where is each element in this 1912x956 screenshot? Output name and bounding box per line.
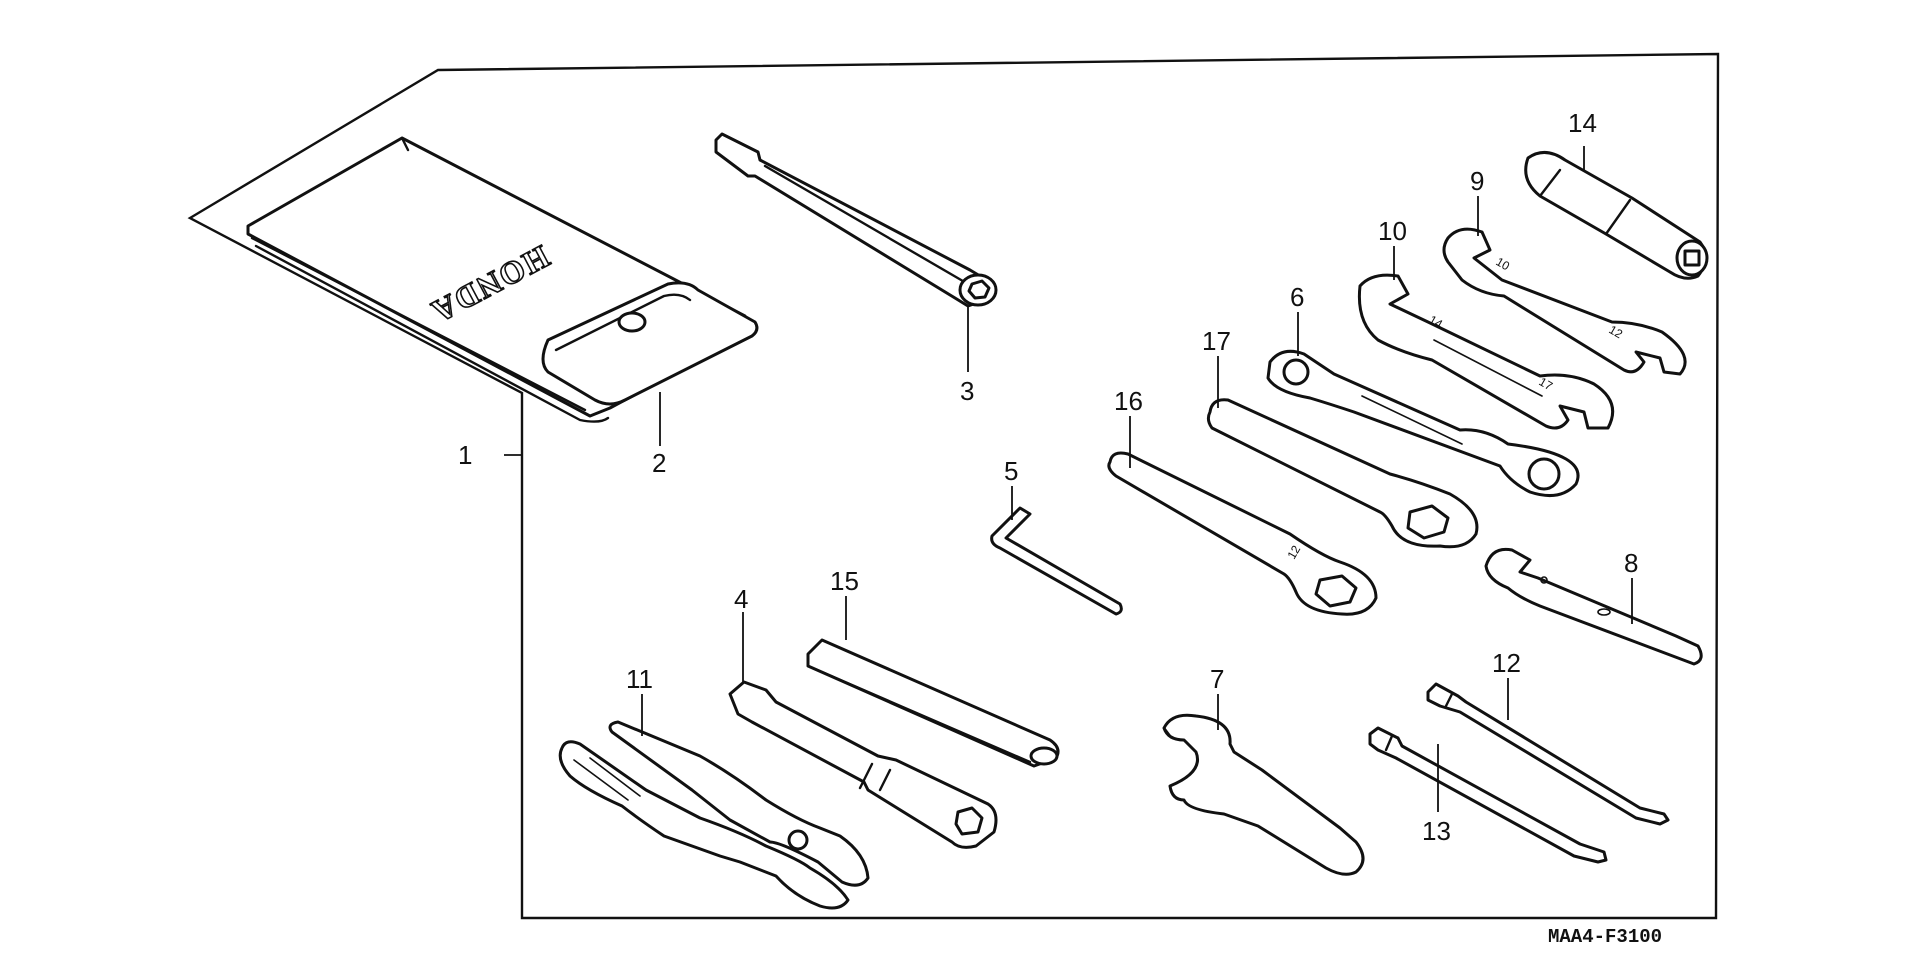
- svg-text:17: 17: [1537, 374, 1556, 393]
- callout-11: 11: [626, 664, 653, 694]
- diagram-code: MAA4-F3100: [1548, 926, 1662, 948]
- open-end-wrench-small: 10 12: [1442, 227, 1687, 376]
- callout-8: 8: [1624, 548, 1638, 578]
- phillips-screwdriver: [1426, 682, 1670, 826]
- assembly-frame: [187, 52, 1720, 920]
- svg-text:12: 12: [1284, 543, 1303, 562]
- leader-lines: [504, 146, 1633, 812]
- callout-6: 6: [1290, 282, 1304, 312]
- snap-button: [617, 311, 647, 333]
- hex-key: [990, 506, 1123, 616]
- flat-screwdriver: [1368, 726, 1608, 864]
- pliers: [558, 720, 870, 910]
- box-wrench-short: 12: [1107, 451, 1378, 616]
- callout-7: 7: [1210, 664, 1224, 694]
- tool-bag-strap: [541, 281, 759, 406]
- callout-16: 16: [1114, 386, 1143, 416]
- callout-1: 1: [458, 440, 472, 470]
- extension-bar: [714, 132, 998, 308]
- svg-text:12: 12: [1607, 322, 1626, 341]
- callout-17: 17: [1202, 326, 1231, 356]
- svg-text:14: 14: [1427, 312, 1446, 331]
- hook-spanner: [1162, 713, 1365, 876]
- callout-15: 15: [830, 566, 859, 596]
- combination-wrench: [1266, 349, 1580, 498]
- callout-labels: 1 2 3 4 5 6 7 8 9 10 11 12 13 14 15 16 1…: [458, 108, 1638, 846]
- callout-13: 13: [1422, 816, 1451, 846]
- spanner-wrench: [1484, 547, 1703, 666]
- svg-text:10: 10: [1494, 254, 1513, 273]
- box-wrench-long: [1206, 398, 1479, 549]
- callout-12: 12: [1492, 648, 1521, 678]
- open-end-wrench-medium: 14 17: [1357, 273, 1615, 430]
- screwdriver-handle: [806, 638, 1060, 768]
- callout-5: 5: [1004, 456, 1018, 486]
- spark-plug-wrench: [728, 680, 998, 849]
- callout-10: 10: [1378, 216, 1407, 246]
- callout-14: 14: [1568, 108, 1597, 138]
- callout-3: 3: [960, 376, 974, 406]
- callout-9: 9: [1470, 166, 1484, 196]
- callout-2: 2: [652, 448, 666, 478]
- callout-4: 4: [734, 584, 748, 614]
- socket-wrench: [1524, 151, 1709, 280]
